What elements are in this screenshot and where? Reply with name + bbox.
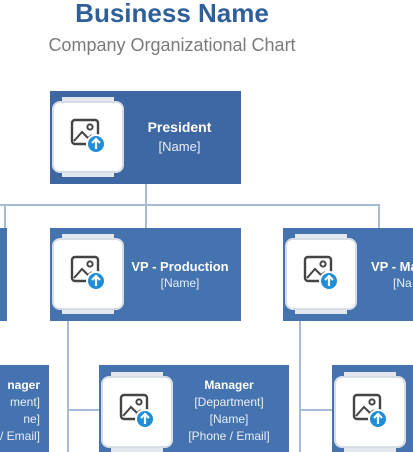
image-upload-icon — [303, 255, 339, 291]
manager-left-box[interactable]: nager ment] ne] / Email] — [0, 365, 49, 452]
manager-right-photo-placeholder[interactable] — [336, 372, 404, 452]
president-title: President — [147, 119, 212, 135]
image-upload-icon — [352, 393, 388, 429]
connector-production-manager — [67, 409, 100, 411]
vp-production-box[interactable]: VP - Production [Name] — [50, 228, 241, 321]
manager-department: [Department] — [194, 395, 264, 409]
connector-vp-horizontal — [0, 204, 380, 206]
vp-right-name: [Na — [393, 276, 412, 290]
vp-right-title: VP - Ma — [371, 259, 413, 274]
vp-production-photo-placeholder[interactable] — [54, 234, 122, 314]
president-name: [Name] — [158, 139, 201, 154]
vp-production-title: VP - Production — [131, 259, 229, 274]
image-upload-icon — [70, 118, 106, 154]
connector-right-trunk — [299, 321, 301, 452]
president-photo-placeholder[interactable] — [54, 97, 122, 177]
connector-vp-production-drop — [145, 204, 147, 228]
vp-production-name: [Name] — [160, 276, 200, 290]
president-box[interactable]: President [Name] — [50, 91, 241, 184]
connector-production-trunk — [67, 321, 69, 452]
vp-right-box[interactable]: VP - Ma [Na — [283, 228, 413, 321]
manager-contact: [Phone / Email] — [188, 429, 270, 443]
connector-president-down — [145, 184, 147, 205]
manager-production-box[interactable]: Manager [Department] [Name] [Phone / Ema… — [99, 365, 289, 452]
vp-right-photo-placeholder[interactable] — [287, 234, 355, 314]
manager-left-contact: / Email] — [0, 429, 40, 443]
connector-vp-left-drop — [4, 204, 6, 228]
manager-left-title: nager — [7, 378, 40, 392]
manager-right-box[interactable] — [332, 365, 413, 452]
manager-left-name: ne] — [23, 412, 40, 426]
page-subtitle: Company Organizational Chart — [48, 35, 296, 55]
manager-photo-placeholder[interactable] — [103, 372, 171, 452]
manager-name: [Name] — [209, 412, 249, 426]
manager-title: Manager — [204, 378, 254, 392]
page-title: Business Name — [75, 0, 269, 28]
connector-vp-right-drop — [378, 204, 380, 228]
vp-left-box[interactable] — [0, 228, 7, 321]
image-upload-icon — [70, 255, 106, 291]
image-upload-icon — [119, 393, 155, 429]
connector-right-manager — [299, 409, 333, 411]
manager-left-department: ment] — [9, 395, 40, 409]
